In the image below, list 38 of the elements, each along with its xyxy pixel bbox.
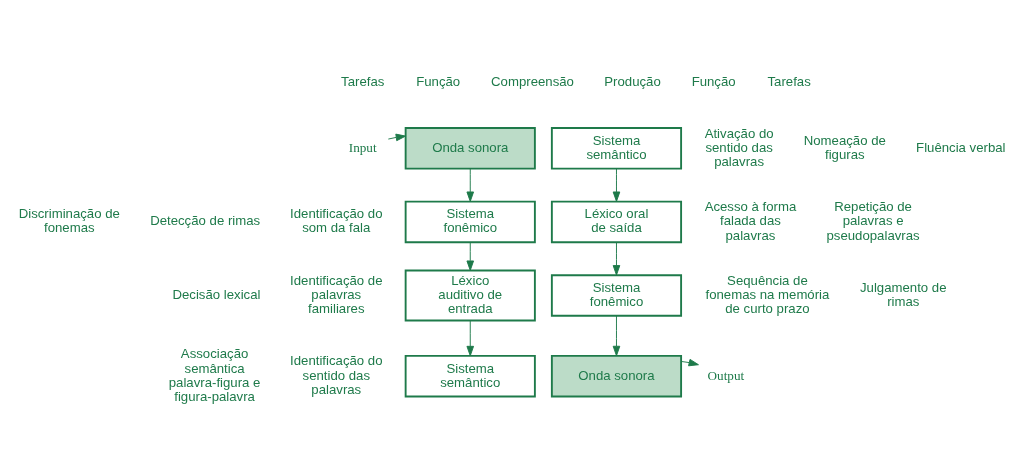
label: Função — [691, 73, 736, 89]
label: Julgamento de rimas — [860, 279, 947, 309]
arrow — [466, 319, 475, 356]
label: Fluência verbal — [916, 139, 1006, 155]
label: Nomeação de figuras — [803, 132, 886, 162]
label: Ativação do sentido das palavras — [704, 125, 774, 169]
node-box: Sistema semântico — [404, 354, 536, 397]
arrow — [612, 241, 621, 275]
label: Detecção de rimas — [150, 212, 261, 228]
arrow — [612, 167, 621, 202]
label: Repetição de palavras e pseudopalavras — [826, 198, 920, 243]
label: Tarefas — [767, 73, 811, 89]
node-box: Onda sonora — [550, 354, 683, 397]
label: Discriminação de fonemas — [18, 205, 120, 235]
label: Identificação do sentido das palavras — [290, 352, 383, 397]
node-box: Sistema semântico — [550, 126, 683, 170]
arrow — [681, 358, 699, 366]
label: Função — [416, 73, 461, 89]
node-text: Input — [348, 139, 377, 155]
label: Compreensão — [491, 73, 574, 89]
label: Associação semântica palavra-figura e figura-palavra — [168, 345, 261, 404]
arrow — [466, 241, 475, 271]
node-text: Output — [707, 367, 745, 383]
label: Decisão lexical — [172, 286, 261, 302]
arrow — [387, 133, 407, 141]
node-box: Sistema fonêmico — [550, 273, 683, 317]
label: Produção — [604, 73, 661, 89]
node-box: Sistema fonêmico — [404, 200, 536, 243]
node-box: Onda sonora — [404, 126, 536, 170]
label: Acesso à forma falada das palavras — [704, 198, 797, 243]
arrow — [612, 314, 621, 356]
label: Tarefas — [341, 73, 385, 89]
label: Identificação de palavras familiares — [290, 272, 383, 316]
node-box: Léxico oral de saída — [550, 200, 683, 243]
arrow — [466, 167, 475, 202]
label: Sequência de fonemas na memória de curto prazo — [705, 272, 830, 316]
label: Identificação do som da fala — [290, 205, 383, 235]
node-box: Léxico auditivo de entrada — [404, 269, 536, 321]
